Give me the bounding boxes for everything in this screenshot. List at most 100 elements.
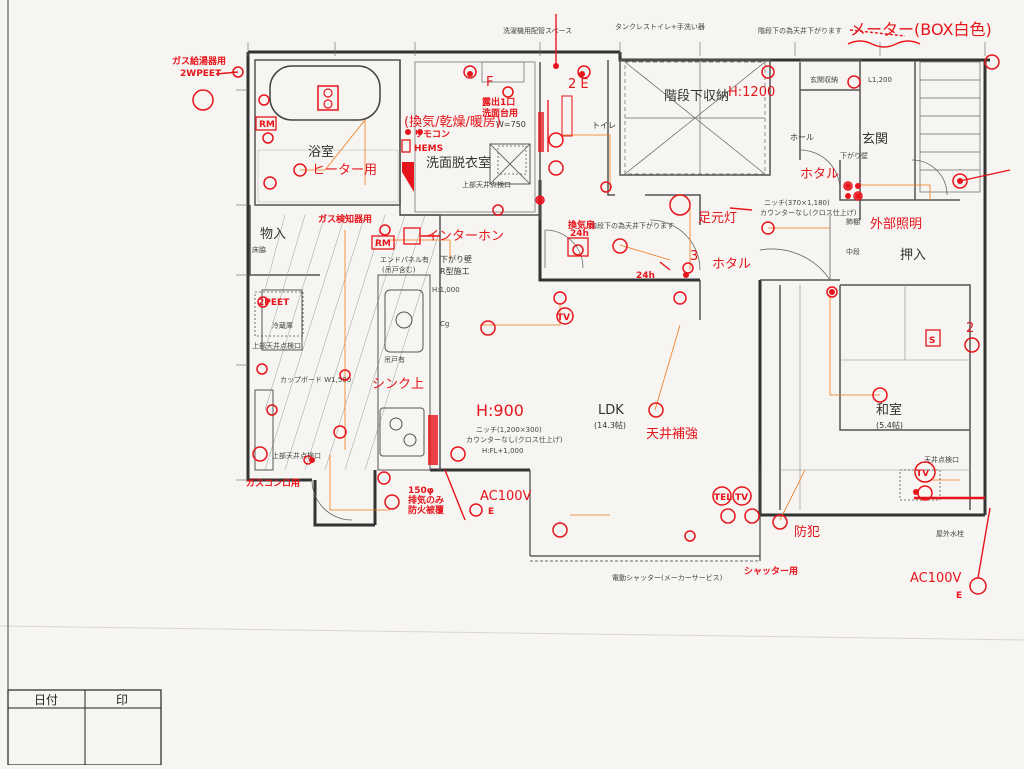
kitchen-side-panel	[428, 415, 438, 465]
room-ldk-size: (14.3帖)	[594, 420, 626, 430]
note-h900: H:900	[476, 401, 524, 420]
note-tv-1: TV	[557, 313, 570, 323]
door-arcs	[311, 149, 948, 521]
note-exhaust-3: 防火被覆	[408, 504, 445, 516]
label-ceiling-hatch: 上部天井点検口	[462, 180, 511, 189]
label-niche-1: ニッチ(1,200×300)	[476, 426, 542, 434]
room-storage: 物入	[260, 227, 286, 242]
room-genkan: 玄関	[862, 132, 888, 147]
label-niche-top-2: カウンターなし(クロス仕上げ)	[760, 208, 857, 217]
note-tv-2: TV	[735, 493, 748, 503]
label-drop-ceiling: 下がり壁	[840, 151, 868, 160]
note-shutter-use: シャッター用	[744, 565, 798, 577]
note-num-3: 3	[690, 249, 698, 264]
room-oshiire: 押入	[900, 248, 926, 263]
shutter-line	[529, 470, 761, 562]
note-exhaust-2: 排気のみ	[408, 494, 444, 506]
note-hotaru: ホタル	[800, 167, 839, 182]
note-toilet-e: 2 E	[568, 77, 589, 92]
label-end-panel: エンドパネル有	[380, 255, 429, 264]
label-genkan-floor: 飾棚	[846, 217, 860, 226]
label-ceiling-hatch-3: 上部天井点検口	[272, 451, 321, 460]
label-under-stairs-mid: 階段下の為天井下がります	[590, 221, 674, 230]
note-vent: 換気扇	[568, 219, 595, 231]
label-cupboard: カップボード W1,500	[280, 376, 351, 384]
label-outdoor-faucet: 屋外水栓	[936, 529, 964, 538]
red-markup	[192, 14, 1011, 595]
room-bath: 浴室	[308, 144, 334, 160]
note-vent-24h: 24h	[570, 229, 589, 239]
note-e-mark: E	[488, 507, 494, 517]
note-washer-outlet-1: 露出1口	[482, 96, 515, 108]
outer-walls	[246, 50, 990, 527]
kitchen-counter	[254, 274, 431, 471]
right-stairs	[919, 61, 981, 193]
note-ceiling-reinforce: 天井補強	[646, 427, 698, 442]
label-under-stairs-top: 階段下の為天井下がります	[758, 26, 842, 35]
label-kitchen-side: H:1,000	[432, 286, 460, 294]
stamp-table	[7, 610, 162, 766]
note-tel: TEL	[714, 493, 732, 503]
label-tokonoma: 床脇	[252, 245, 266, 254]
label-sink-mark: Cg	[440, 320, 449, 328]
note-washer-top: F	[486, 75, 493, 90]
label-hanging-shelf-2: 吊戸有	[384, 355, 405, 364]
label-hanging-wall: 下がり壁	[440, 254, 472, 264]
note-ext-light: 外部照明	[870, 217, 922, 232]
note-rm-2: RM	[375, 239, 391, 249]
room-washitsu-size: (5.4帖)	[876, 420, 903, 430]
bath-floor-grid	[257, 149, 399, 203]
note-footlight: 足元灯	[698, 211, 737, 226]
label-hanging-shelf: (吊戸含む)	[382, 265, 416, 274]
note-meter: メーター(BOX白色)	[850, 20, 992, 39]
note-hems: HEMS	[414, 144, 443, 154]
label-shoes-w: L1,200	[868, 76, 892, 84]
room-dressing: 洗面脱衣室	[426, 155, 491, 171]
note-washer-outlet-2: 洗面台用	[482, 107, 518, 119]
label-fridge: 冷蔵庫	[272, 321, 293, 330]
note-s-mark: S	[929, 336, 935, 346]
washitsu-tatami	[780, 285, 970, 510]
note-dryer: (換気/乾燥/暖房)	[404, 114, 501, 130]
label-niche-2: カウンターなし(クロス仕上げ)	[466, 435, 563, 444]
label-tankless-toilet: タンクレストイレ+手洗い器	[615, 22, 705, 31]
room-toilet: トイレ	[592, 121, 616, 130]
note-e-mark-2: E	[956, 591, 962, 601]
room-ldk: LDK	[598, 403, 624, 418]
note-num-2: 2	[966, 321, 974, 336]
label-shutter: 電動シャッター(メーカーサービス)	[612, 573, 723, 582]
label-middle-bed: 中段	[846, 247, 860, 256]
note-intercom: インターホン	[426, 229, 504, 244]
note-sink-top: シンク上	[372, 377, 424, 392]
note-tv-3: TV	[916, 469, 929, 479]
label-washer-space: 洗濯機用配管スペース	[503, 26, 572, 35]
note-exhaust-1: 150φ	[408, 486, 434, 496]
label-counter: W=750	[496, 120, 526, 129]
note-hotaru-2: ホタル	[712, 257, 751, 272]
note-h1200: H:1200	[728, 85, 775, 100]
grid-marks	[247, 42, 986, 56]
note-heater: ヒーター用	[312, 163, 377, 178]
note-remocon: リモコン	[414, 129, 450, 140]
wiring-lines	[300, 118, 960, 521]
note-gas-stove: ガスコンロ用	[246, 477, 300, 489]
staircase	[624, 61, 766, 175]
label-niche-3: H:FL+1,000	[482, 447, 523, 455]
label-ceiling-hatch-4: 天井点検口	[924, 455, 959, 464]
note-vent-24h-2: 24h	[636, 271, 655, 281]
inner-walls	[249, 59, 971, 510]
left-ticks	[236, 89, 248, 481]
room-stair-storage: 階段下収納	[664, 89, 729, 104]
note-peet: 2PEET	[258, 298, 290, 308]
bathtub	[269, 65, 381, 121]
stamp-date-header: 日付	[34, 693, 58, 707]
label-ceiling-hatch-2: 上部天井点検口	[252, 341, 301, 350]
ceiling-hatches	[254, 145, 941, 501]
washer-area	[414, 61, 536, 213]
label-shoes: 玄関収納	[810, 75, 838, 84]
note-gas-boiler-2: 2WPEET	[180, 69, 222, 79]
stamp-seal-header: 印	[116, 693, 128, 707]
note-ac100v-2: AC100V	[910, 571, 962, 586]
